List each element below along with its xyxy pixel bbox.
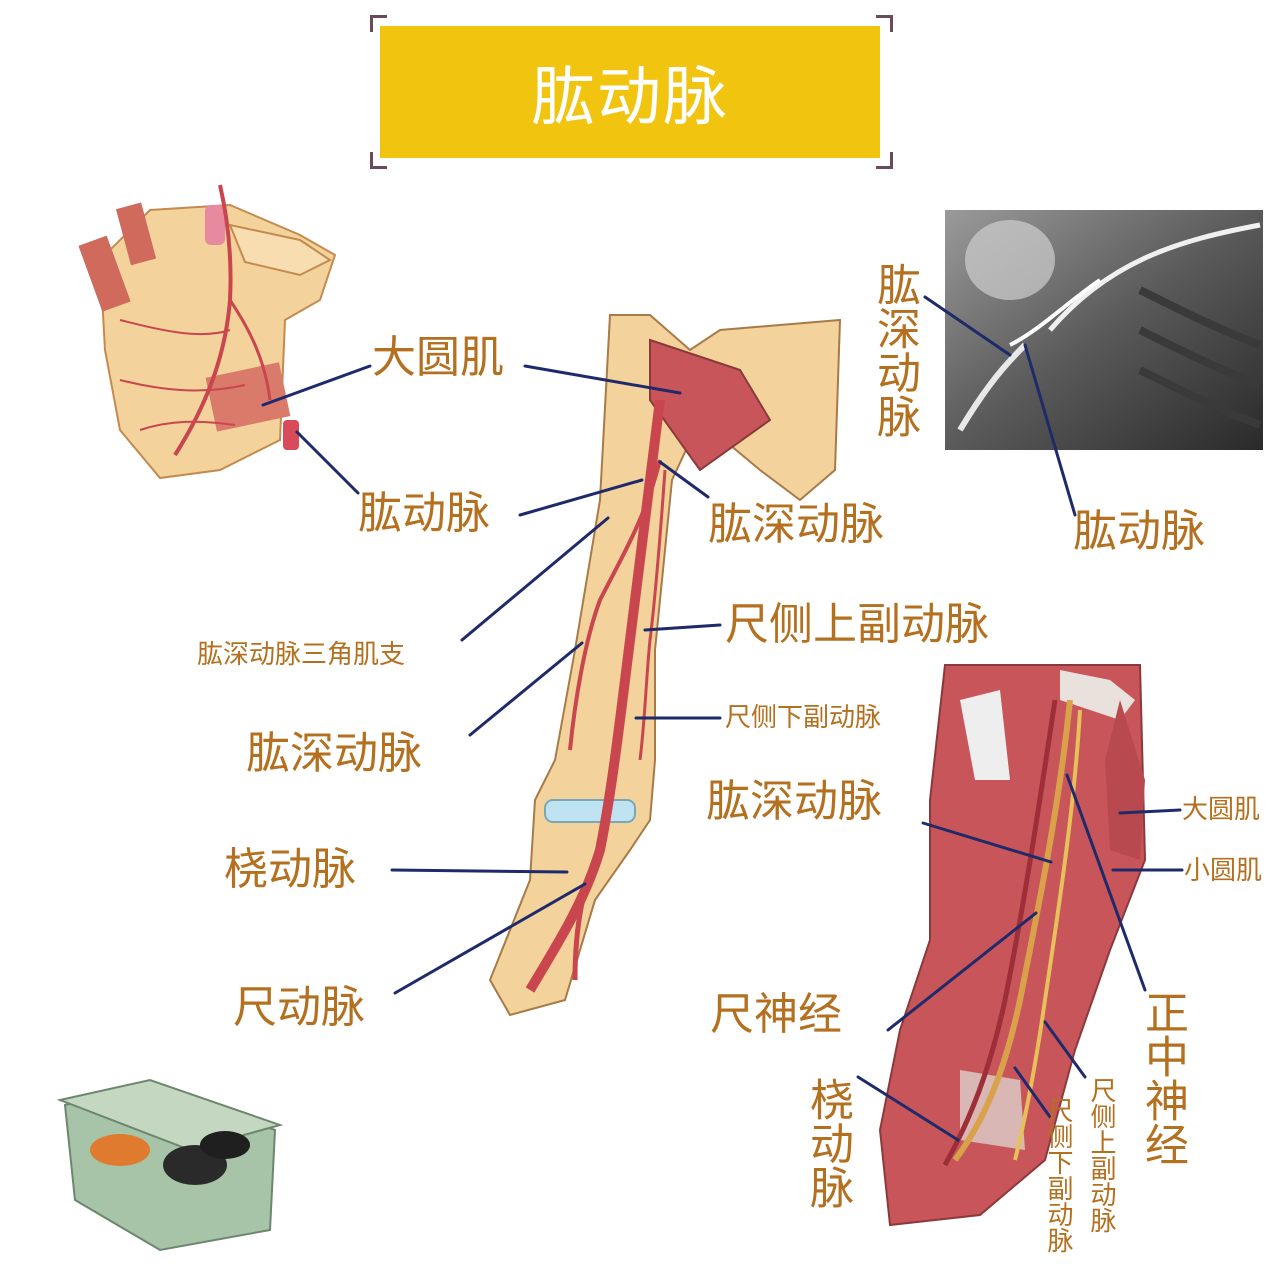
label-brachial-left: 肱动脉 [358, 488, 490, 539]
title-bracket-tl [370, 15, 387, 32]
leader-xray-deep [923, 295, 1012, 357]
leader-lines [261, 295, 1184, 1142]
title-bracket-bl [370, 152, 387, 169]
leader-superior-ulnar [643, 623, 722, 632]
leader-radial-vertical [856, 1075, 960, 1142]
label-inferior-ulnar-vertical: 尺侧下副动脉 [1043, 1097, 1073, 1253]
label-radial-artery-vertical: 桡动脉 [802, 1077, 853, 1209]
leader-teres-major-right [1118, 808, 1182, 815]
label-inferior-ulnar-collateral: 尺侧下副动脉 [725, 703, 882, 733]
leader-brachial-arm [518, 478, 644, 517]
scapula-illustration [78, 184, 337, 480]
label-ulnar-nerve: 尺神经 [710, 989, 842, 1040]
label-ulnar-artery: 尺动脉 [233, 982, 365, 1033]
label-teres-major-left: 大圆肌 [372, 332, 504, 383]
label-superior-ulnar-collateral: 尺侧上副动脉 [725, 599, 989, 650]
label-deep-brachial-right: 肱深动脉 [706, 776, 882, 827]
label-teres-minor: 小圆肌 [1184, 856, 1263, 886]
leader-teres-major-left [261, 364, 372, 407]
leader-brachial-left [295, 430, 360, 495]
title-bracket-br [876, 152, 893, 169]
leader-superior-ulnar-vertical [1043, 1020, 1087, 1079]
leader-deltoid-branch [460, 516, 610, 642]
arm-artery-illustration [488, 314, 842, 1017]
storage-box-icon [56, 1078, 284, 1252]
leader-teres-major-arm [523, 364, 682, 395]
leader-deep-brachial-3 [921, 821, 1053, 864]
label-brachial-xray: 肱动脉 [1073, 506, 1205, 557]
page-title: 肱动脉 [531, 61, 729, 135]
label-median-nerve: 正中神经 [1137, 990, 1188, 1166]
title-box: 肱动脉 [380, 26, 880, 158]
label-deep-brachial-left: 肱深动脉 [246, 728, 422, 779]
leader-deep-brachial-2 [468, 641, 584, 737]
label-superior-ulnar-vertical: 尺侧上副动脉 [1086, 1077, 1116, 1233]
leader-ulnar-artery [393, 882, 587, 995]
xray-image [945, 210, 1263, 450]
label-deltoid-branch: 肱深动脉三角肌支 [197, 640, 406, 670]
label-radial-artery: 桡动脉 [224, 844, 356, 895]
leader-xray-brachial [1023, 343, 1077, 517]
leader-radial-artery [390, 868, 569, 874]
leader-ulnar-nerve [886, 911, 1038, 1032]
title-bracket-tr [876, 15, 893, 32]
leader-inferior-ulnar-vertical [1013, 1066, 1052, 1119]
label-deep-brachial-xray: 肱深动脉 [869, 262, 920, 438]
label-deep-brachial-arm: 肱深动脉 [708, 499, 884, 550]
label-teres-major-right: 大圆肌 [1182, 795, 1261, 825]
leader-median-nerve [1065, 773, 1147, 992]
leader-deep-brachial-arm [658, 460, 710, 499]
